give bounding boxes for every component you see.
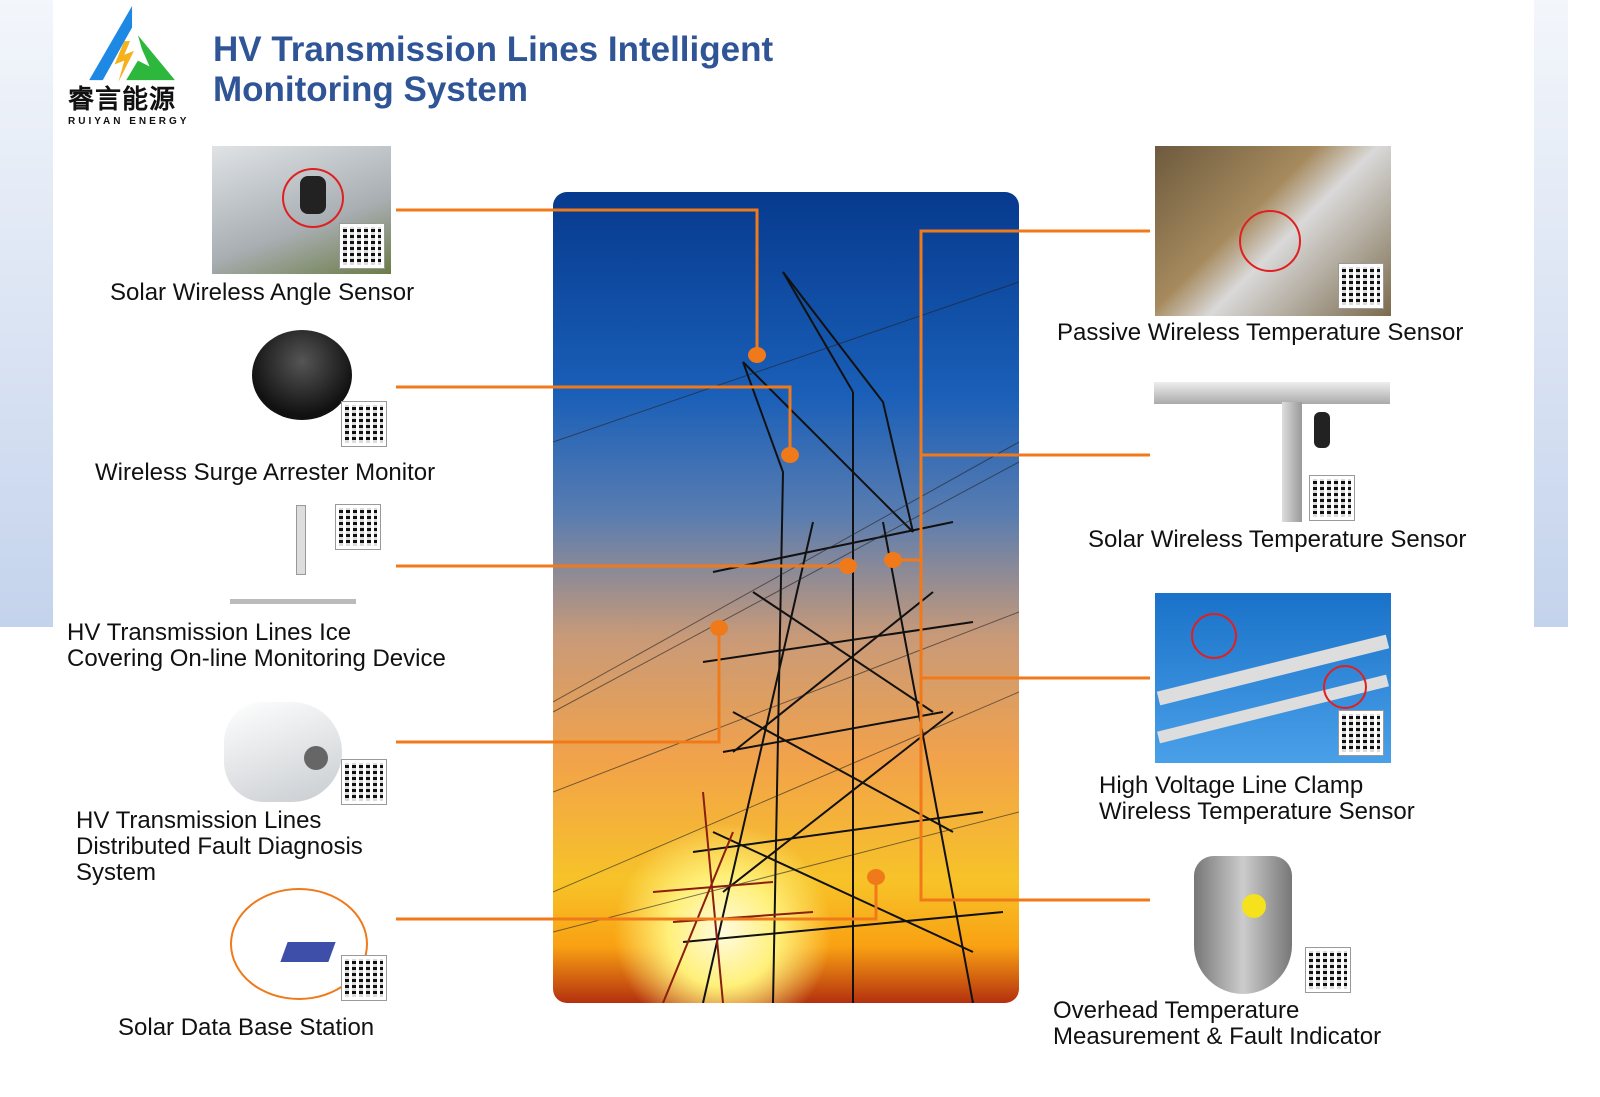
label-line: High Voltage Line Clamp — [1099, 772, 1364, 799]
point-marker — [839, 558, 857, 574]
label-solar-wireless-angle-sensor: Solar Wireless Angle Sensor — [110, 279, 415, 306]
point-marker — [748, 347, 766, 363]
point-marker — [710, 620, 728, 636]
ice-monitoring-device-image[interactable] — [230, 503, 390, 613]
company-logo-icon — [89, 6, 175, 83]
label-ice-covering-monitoring-device: HV Transmission Lines Ice Covering On-li… — [67, 620, 446, 672]
point-marker — [781, 447, 799, 463]
surge-arrester-monitor-image[interactable] — [240, 328, 390, 448]
transmission-tower-photo — [553, 192, 1019, 1003]
label-solar-data-base-station: Solar Data Base Station — [118, 1014, 375, 1041]
passive-temperature-sensor-image[interactable] — [1155, 146, 1391, 316]
label-line: Measurement & Fault Indicator — [1053, 1023, 1382, 1050]
right-bg-strip — [1534, 0, 1568, 627]
label-line: HV Transmission Lines Ice — [67, 619, 352, 646]
point-marker — [867, 869, 885, 885]
label-line: Covering On-line Monitoring Device — [67, 645, 446, 672]
label-solar-wireless-temperature-sensor: Solar Wireless Temperature Sensor — [1088, 526, 1467, 553]
title-line-1: HV Transmission Lines Intelligent — [213, 30, 774, 69]
logo-chinese-text: 睿言能源 — [68, 84, 177, 114]
label-overhead-fault-indicator: Overhead Temperature Measurement & Fault… — [1053, 998, 1381, 1050]
solar-base-station-image[interactable] — [228, 888, 390, 1002]
label-line: Distributed Fault Diagnosis — [76, 833, 363, 860]
left-bg-strip — [0, 0, 53, 627]
point-marker — [884, 552, 902, 568]
label-line: Overhead Temperature — [1053, 997, 1300, 1024]
solar-temperature-sensor-image[interactable] — [1154, 376, 1390, 524]
tower-silhouette-icon — [553, 271, 1019, 1003]
angle-sensor-image[interactable] — [212, 146, 391, 274]
label-line: System — [76, 859, 157, 886]
fault-diagnosis-system-image[interactable] — [220, 698, 390, 806]
label-wireless-surge-arrester-monitor: Wireless Surge Arrester Monitor — [95, 459, 436, 486]
line-clamp-temperature-sensor-image[interactable] — [1155, 593, 1391, 763]
label-passive-wireless-temperature-sensor: Passive Wireless Temperature Sensor — [1057, 319, 1464, 346]
label-distributed-fault-diagnosis-system: HV Transmission Lines Distributed Fault … — [76, 808, 363, 886]
logo-english-text: RUIYAN ENERGY — [68, 116, 190, 127]
page-title: HV Transmission Lines Intelligent Monito… — [213, 30, 773, 110]
label-high-voltage-line-clamp-sensor: High Voltage Line Clamp Wireless Tempera… — [1099, 773, 1415, 825]
label-line: HV Transmission Lines — [76, 807, 322, 834]
title-line-2: Monitoring System — [213, 70, 529, 109]
fault-indicator-image[interactable] — [1190, 842, 1352, 996]
label-line: Wireless Temperature Sensor — [1099, 798, 1415, 825]
